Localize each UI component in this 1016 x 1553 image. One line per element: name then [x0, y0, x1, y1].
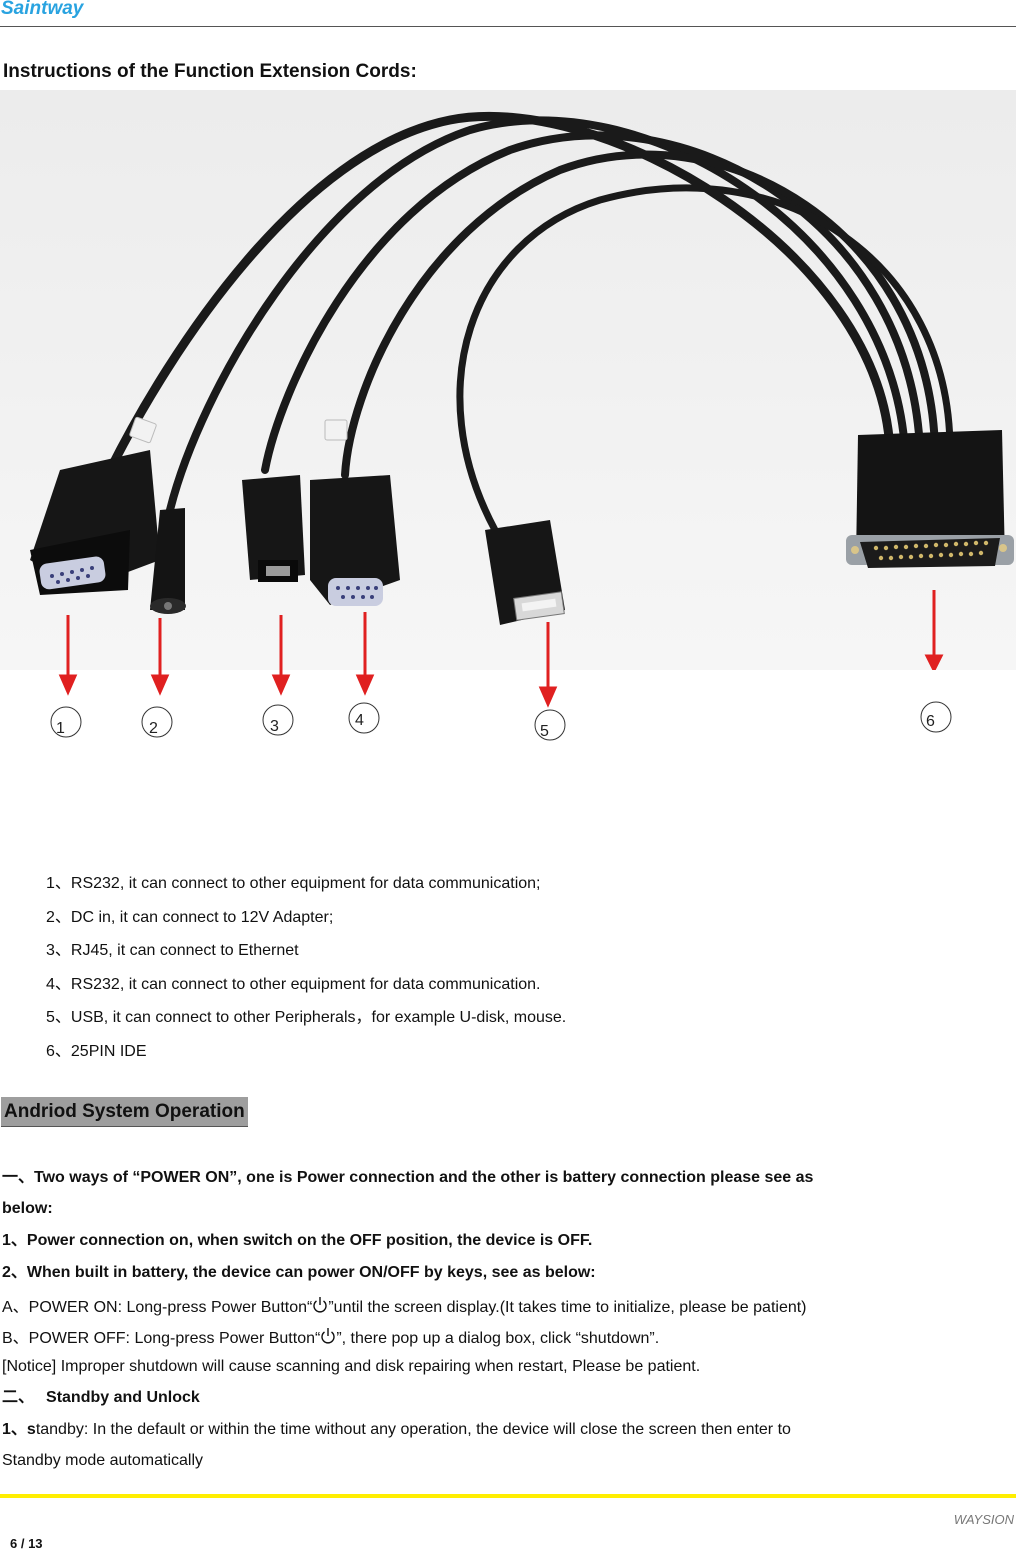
feature-item: 6、25PIN IDE: [46, 1042, 147, 1060]
page-number: 6 / 13: [10, 1536, 43, 1551]
power-on-item-1: 1、Power connection on, when switch on th…: [2, 1232, 593, 1249]
cable-4: [341, 150, 939, 479]
step-b-prefix: B、POWER OFF: Long-press Power Button“: [2, 1330, 321, 1347]
callout-2: 2: [149, 720, 158, 737]
standby-item-1-text: tandby: In the default or within the tim…: [35, 1421, 791, 1438]
step-b-suffix: ”, there pop up a dialog box, click “shu…: [336, 1330, 660, 1347]
standby-title-text: Standby and Unlock: [46, 1389, 200, 1406]
connector-rj45: [242, 475, 305, 582]
callout-4: 4: [355, 712, 364, 729]
feature-item: 1、RS232, it can connect to other equipme…: [46, 875, 541, 892]
power-on-title: 一、Two ways of “POWER ON”, one is Power c…: [2, 1169, 814, 1186]
page-title: Instructions of the Function Extension C…: [3, 61, 417, 82]
power-icon: [321, 1328, 336, 1344]
power-on-title-cont: below:: [2, 1200, 53, 1217]
cable-photo: [0, 90, 1016, 670]
step-a-suffix: ”until the screen display.(It takes time…: [328, 1299, 807, 1316]
connector-dc-in: [150, 508, 186, 614]
standby-title-prefix: 二、: [2, 1389, 35, 1406]
connector-usb: [485, 520, 565, 625]
standby-item-1-num: 1、s: [2, 1421, 36, 1438]
header-divider: [0, 26, 1016, 27]
callout-1: 1: [56, 720, 65, 737]
connector-db25: [846, 430, 1014, 568]
footer-brand: WAYSION: [953, 1512, 1014, 1527]
footer-divider: [0, 1494, 1016, 1498]
cable-2: [166, 116, 909, 514]
feature-item: 2、DC in, it can connect to 12V Adapter;: [46, 908, 334, 926]
feature-item: 5、USB, it can connect to other Periphera…: [46, 1009, 567, 1027]
cable-1: [105, 111, 895, 475]
feature-item: 3、RJ45, it can connect to Ethernet: [46, 942, 299, 960]
standby-item-1-cont: Standby mode automatically: [2, 1452, 203, 1469]
standby-title: 二、 Standby and Unlock: [2, 1388, 200, 1408]
power-on-step-b: B、POWER OFF: Long-press Power Button“ ”, …: [2, 1327, 659, 1349]
brand-name: Saintway: [1, 0, 84, 19]
cable-5: [456, 184, 954, 534]
callout-6: 6: [926, 713, 935, 730]
notice-text: [Notice] Improper shutdown will cause sc…: [2, 1358, 701, 1375]
power-on-item-2: 2、When built in battery, the device can …: [2, 1264, 596, 1281]
section-heading: Andriod System Operation: [1, 1097, 248, 1127]
step-a-prefix: A、POWER ON: Long-press Power Button“: [2, 1299, 313, 1316]
callout-5: 5: [540, 723, 549, 740]
connector-db9-1: [30, 450, 160, 595]
power-on-step-a: A、POWER ON: Long-press Power Button“ ”unt…: [2, 1296, 807, 1318]
feature-item: 4、RS232, it can connect to other equipme…: [46, 975, 541, 993]
callout-row: 1 2 3 4 5 6: [0, 670, 1016, 750]
connector-db9-4: [310, 475, 400, 606]
standby-item-1: 1、standby: In the default or within the …: [2, 1420, 791, 1440]
callout-3: 3: [270, 718, 279, 735]
cable-3: [261, 131, 924, 474]
power-icon: [313, 1297, 328, 1313]
feature-list: 1、RS232, it can connect to other equipme…: [46, 874, 566, 1076]
